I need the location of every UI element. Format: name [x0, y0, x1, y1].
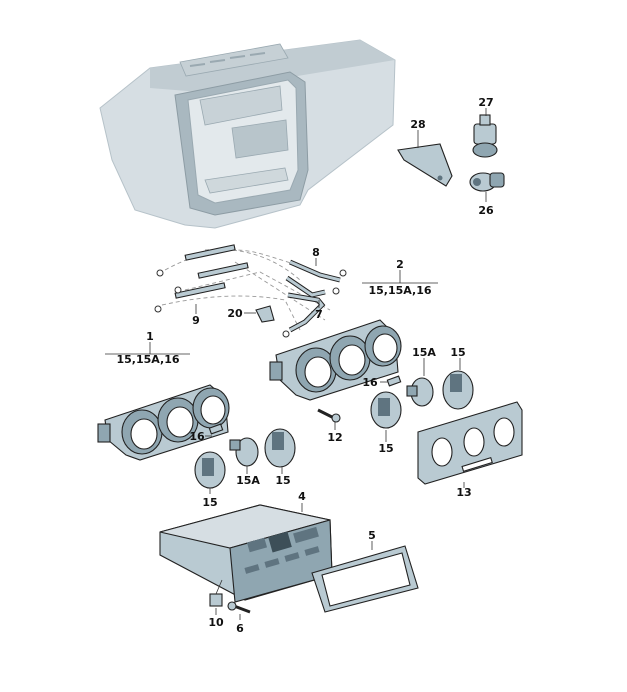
part-2-control-housing	[269, 319, 402, 401]
callout-8: 8	[312, 246, 320, 259]
part-15A-knob-right	[406, 377, 434, 407]
part-5-frame	[311, 545, 419, 613]
callout-27: 27	[478, 96, 493, 109]
part-4-radio-unit	[159, 504, 333, 603]
callout-15A-left: 15A	[236, 474, 260, 487]
control-cable-group	[154, 244, 347, 338]
callout-15-right-a: 15	[450, 346, 465, 359]
callout-15A-right: 15A	[412, 346, 436, 359]
part-9-cables	[154, 244, 249, 313]
callout-20: 20	[227, 307, 243, 320]
callout-6: 6	[236, 622, 244, 635]
part-8-cable	[285, 259, 347, 298]
part-13-bezel	[417, 401, 523, 485]
callout-7: 7	[315, 308, 323, 321]
dashboard-section	[99, 39, 396, 229]
part-7-cable	[282, 292, 326, 338]
callout-26: 26	[478, 204, 494, 217]
callout-10: 10	[208, 616, 224, 629]
callout-15-left-b: 15	[202, 496, 217, 509]
callout-4: 4	[298, 490, 306, 503]
part-15-knob-left-a	[264, 428, 296, 468]
part-26-switch	[469, 172, 505, 192]
callout-1-subparts: 15,15A,16	[117, 353, 180, 366]
part-27-clip	[472, 114, 498, 158]
part-28-bracket	[397, 143, 453, 187]
callout-2: 2	[396, 258, 404, 271]
part-10-clip	[209, 593, 223, 607]
callout-16-left: 16	[189, 430, 205, 443]
callout-15-left-a: 15	[275, 474, 290, 487]
callout-28: 28	[410, 118, 425, 131]
part-15-knob-left-b	[194, 451, 226, 489]
callout-12: 12	[327, 431, 342, 444]
part-1-control-housing	[97, 384, 230, 461]
part-20-clip	[255, 305, 275, 323]
part-15-knob-right-b	[370, 391, 402, 429]
callout-9: 9	[192, 314, 200, 327]
part-15A-knob-left	[229, 437, 259, 467]
callout-15-right-b: 15	[378, 442, 393, 455]
callout-1: 1	[146, 330, 154, 343]
callout-13: 13	[456, 486, 471, 499]
part-6-screw	[227, 601, 251, 614]
callout-5: 5	[368, 529, 376, 542]
part-15-knob-right-a	[442, 370, 474, 410]
callout-16-right: 16	[362, 376, 378, 389]
part-16-bulb-right	[386, 375, 402, 387]
callout-2-subparts: 15,15A,16	[369, 284, 432, 297]
part-12-screw	[317, 408, 341, 423]
part-16-bulb-left	[208, 423, 224, 435]
